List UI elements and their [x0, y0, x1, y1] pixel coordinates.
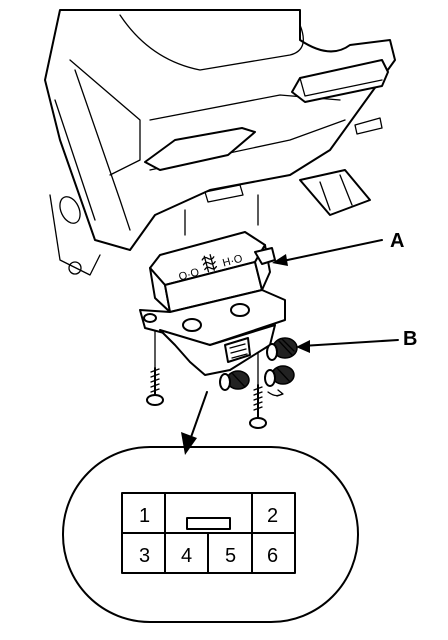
pin-4-label: 4	[181, 545, 192, 567]
switch-off-marking: O·O	[177, 266, 201, 283]
mounting-screw-left	[146, 367, 164, 406]
callout-b-label: B	[403, 328, 417, 350]
switch-face-label: O·O H·O	[177, 253, 244, 284]
callout-a-label: A	[390, 230, 404, 252]
connector-view-arrow	[181, 391, 208, 455]
defogger-switch: O·O H·O	[139, 231, 286, 376]
connector-terminal-view: 1 2 3 4 5 6	[62, 446, 359, 623]
callout-b: B	[296, 328, 417, 353]
pin-2-label: 2	[267, 505, 278, 527]
pin-3-label: 3	[139, 545, 150, 567]
switch-on-marking: H·O	[221, 253, 244, 270]
clip-fastener-upper	[266, 337, 298, 361]
pin-5-label: 5	[225, 545, 236, 567]
removal-direction-arrow	[267, 389, 284, 397]
mounting-screw-right	[249, 384, 267, 429]
pin-6-label: 6	[267, 545, 278, 567]
callout-a: A	[272, 230, 404, 266]
console-panel	[44, 9, 396, 276]
pin-1-label: 1	[139, 505, 150, 527]
clip-fastener-lower-right	[264, 365, 295, 387]
clip-fastener-lower-left	[219, 370, 250, 391]
rear-defogger-icon	[201, 254, 218, 273]
